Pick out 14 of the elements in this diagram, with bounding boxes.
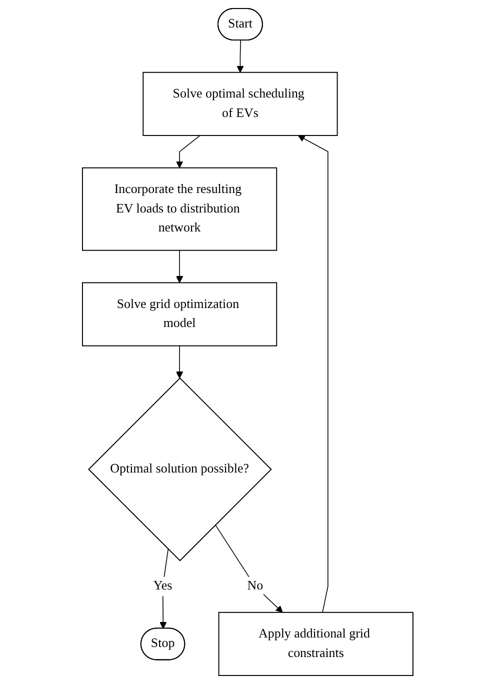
node-box: Solve optimal scheduling of EVs	[142, 72, 338, 136]
arrow	[176, 135, 200, 168]
arrow	[214, 524, 283, 613]
node-box: Incorporate the resulting EV loads to distribution network	[82, 167, 277, 251]
edge-label: Yes	[153, 579, 172, 593]
node-box: Apply additional grid constraints	[218, 612, 414, 676]
node-box: Solve grid optimization model	[82, 282, 277, 346]
node-diamond: Optimal solution possible?	[88, 378, 272, 562]
arrow	[236, 40, 244, 73]
arrow	[176, 345, 183, 378]
arrow	[159, 548, 168, 629]
edge-label: No	[247, 579, 263, 593]
arrow	[176, 250, 183, 284]
arrow	[298, 135, 328, 613]
